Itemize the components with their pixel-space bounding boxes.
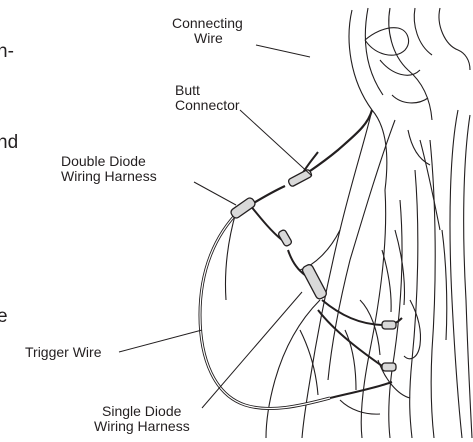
label-connecting-wire: Connecting Wire (172, 16, 243, 46)
leader-double-diode (194, 182, 236, 205)
label-single-diode-line2: Wiring Harness (94, 419, 190, 434)
connectors (229, 169, 396, 371)
double-diode-shape-2 (278, 229, 293, 247)
leader-connecting-wire (256, 45, 310, 57)
leader-single-diode (202, 292, 302, 408)
cropped-text-fragment: n- (0, 42, 14, 62)
diode-end-1 (382, 321, 396, 329)
single-diode-shape (301, 263, 328, 300)
cropped-text-fragment: e (0, 307, 8, 327)
wire-to-double-diode (252, 186, 285, 204)
label-butt-connector-line1: Butt (175, 83, 240, 98)
label-butt-connector: Butt Connector (175, 83, 240, 113)
label-trigger-wire: Trigger Wire (25, 345, 102, 360)
label-double-diode-line1: Double Diode (61, 154, 157, 169)
anatomy-outline (266, 8, 472, 438)
label-single-diode-wiring-harness: Single Diode Wiring Harness (94, 404, 190, 434)
wire-down-right (330, 382, 392, 398)
diode-branch-1 (250, 205, 282, 240)
label-connecting-wire-line2: Wire (172, 31, 243, 46)
label-double-diode-wiring-harness: Double Diode Wiring Harness (61, 154, 157, 184)
label-connecting-wire-line1: Connecting (172, 16, 243, 31)
leader-trigger-wire (119, 330, 202, 352)
wires (200, 110, 402, 409)
label-butt-connector-line2: Connector (175, 98, 240, 113)
leader-butt-connector (240, 110, 312, 176)
diode-end-2 (382, 363, 396, 371)
double-diode-shape-1 (229, 196, 256, 219)
label-double-diode-line2: Wiring Harness (61, 169, 157, 184)
label-single-diode-line1: Single Diode (94, 404, 190, 419)
cropped-text-fragment: nd (0, 133, 18, 153)
butt-connector-shape (288, 169, 313, 187)
connecting-wire (300, 110, 372, 178)
